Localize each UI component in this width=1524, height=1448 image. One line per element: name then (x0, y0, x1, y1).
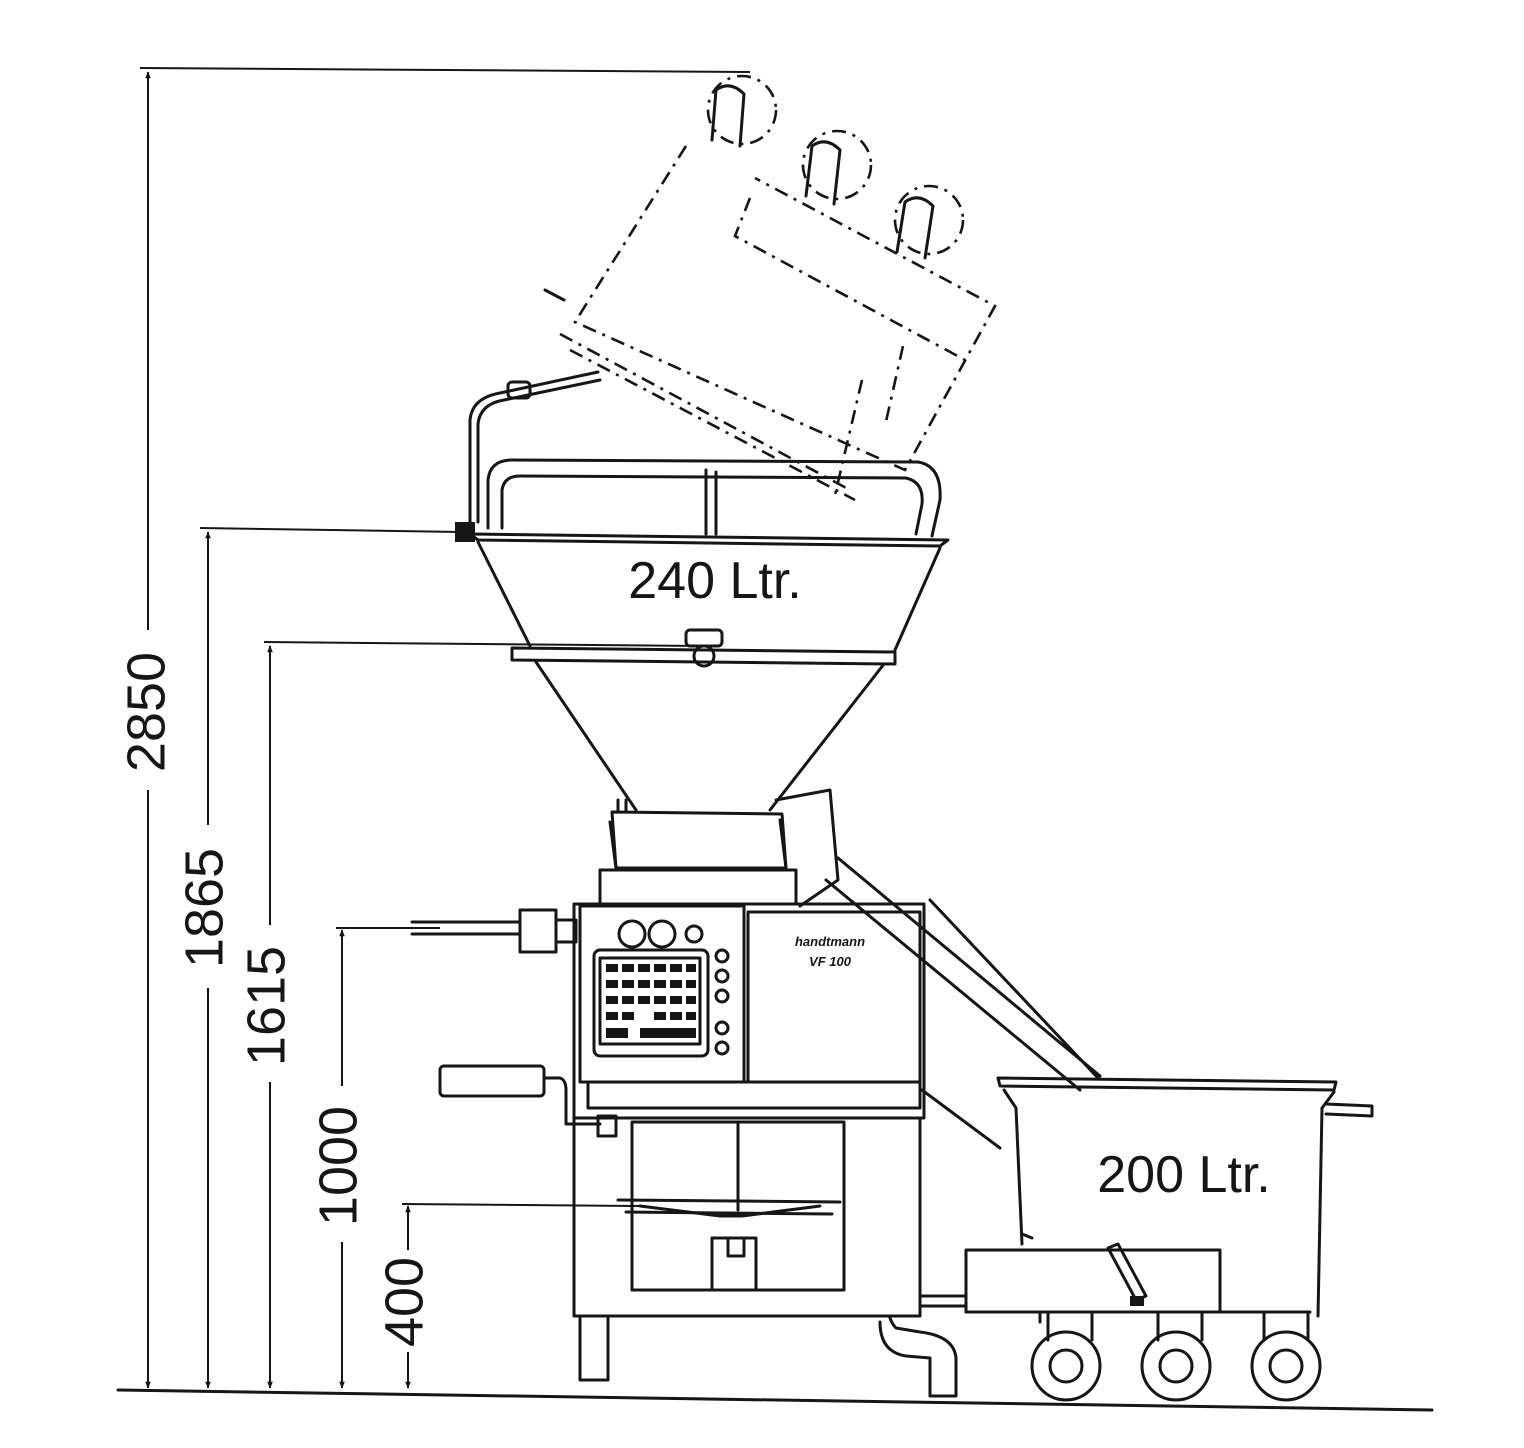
tilted-bin-wheel (706, 74, 778, 148)
trolley-wheel (1250, 1312, 1322, 1402)
dimension-label-2850: 2850 (116, 652, 176, 772)
indicator-light-icon (684, 924, 704, 944)
lift-column (824, 856, 1102, 1150)
control-panel (578, 904, 922, 1110)
panel-button-icon (714, 968, 730, 984)
dimension-1000: 1000 (308, 927, 440, 1389)
dimension-400: 400 (374, 1203, 641, 1389)
pressure-gauge-icon (647, 919, 677, 949)
tilted-bin-wheel (893, 184, 965, 260)
trolley-wheel (1030, 1312, 1102, 1402)
machine-model-label: VF 100 (809, 954, 852, 969)
keypad-grid (606, 964, 696, 1038)
machine-body: handtmann VF 100 (572, 902, 926, 1120)
panel-button-icon (714, 1020, 730, 1036)
dimension-label-1865: 1865 (174, 848, 234, 968)
pressure-gauge-icon (617, 919, 647, 949)
hopper-capacity-label: 240 Ltr. (628, 552, 801, 610)
trolley: 200 Ltr. (964, 1076, 1374, 1402)
dimension-1865: 1865 (174, 527, 461, 1389)
dimension-label-400: 400 (374, 1257, 434, 1347)
tilted-bin-phantom (543, 74, 997, 502)
filling-tube (410, 908, 578, 954)
panel-button-icon (714, 988, 730, 1004)
tilted-bin-wheel (801, 129, 873, 206)
floor-line (116, 1388, 1434, 1412)
trolley-wheel (1140, 1312, 1212, 1402)
machine-brand-label: handtmann (795, 934, 865, 949)
hopper: 240 Ltr. (468, 458, 950, 812)
trolley-capacity-label: 200 Ltr. (1097, 1146, 1270, 1204)
panel-button-icon (714, 1040, 730, 1056)
panel-button-icon (714, 948, 730, 964)
dimension-label-1000: 1000 (308, 1106, 368, 1226)
dimension-2850: 2850 (116, 67, 751, 1389)
hopper-clamp (684, 628, 724, 668)
dimension-label-1615: 1615 (236, 946, 296, 1066)
dimension-1615: 1615 (236, 641, 701, 1389)
machine-stand (572, 1116, 968, 1398)
knee-lever (438, 1064, 618, 1138)
lift-arm (455, 370, 602, 542)
